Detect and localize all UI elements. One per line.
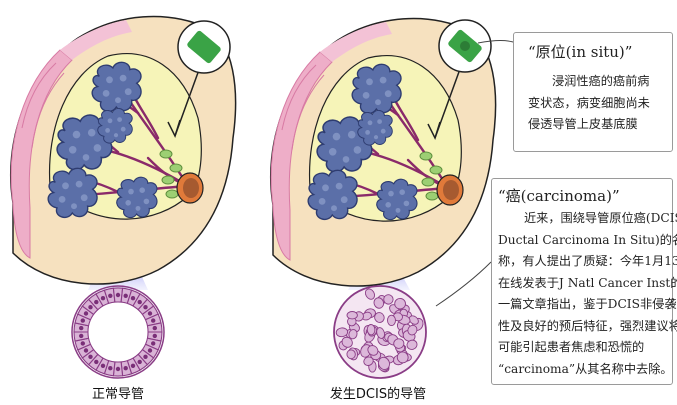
normal-duct-caption: 正常导管 xyxy=(91,387,145,402)
carcinoma-line-7: 可能引起患者焦虑和恐慌的 xyxy=(498,340,645,354)
normal-duct-magnifier xyxy=(177,20,231,74)
carcinoma-line-8: “carcinoma”从其名称中去除。 xyxy=(498,361,673,376)
carcinoma-line-1: 近来，围绕导管原位癌(DCIS, xyxy=(524,211,677,225)
in-situ-callout: “原位(in situ)” 浸润性癌的癌前病 变状态，病变细胞尚未 侵透导管上皮… xyxy=(513,32,673,152)
carcinoma-callout: “癌(carcinoma)” 近来，围绕导管原位癌(DCIS, Ductal C… xyxy=(491,178,677,385)
in-situ-line-2: 变状态，病变细胞尚未 xyxy=(528,95,650,110)
carcinoma-callout-text: 近来，围绕导管原位癌(DCIS, Ductal Carcinoma In Sit… xyxy=(498,208,677,380)
in-situ-callout-title: “原位(in situ)” xyxy=(528,43,633,61)
in-situ-callout-text: 浸润性癌的癌前病 变状态，病变细胞尚未 侵透导管上皮基底膜 xyxy=(528,71,662,136)
carcinoma-line-3: 称，有人提出了质疑：今年1月13日 xyxy=(498,254,677,268)
carcinoma-line-2: Ductal Carcinoma In Situ)的名 xyxy=(498,232,677,247)
in-situ-line-1: 浸润性癌的癌前病 xyxy=(552,74,650,88)
carcinoma-pointer xyxy=(435,261,492,307)
dcis-duct-caption: 发生DCIS的导管 xyxy=(329,387,427,402)
carcinoma-line-5: 一篇文章指出，鉴于DCIS非侵袭 xyxy=(498,297,677,311)
in-situ-pointer xyxy=(477,40,514,44)
normal-duct-cross-section xyxy=(71,285,165,379)
dcis-duct-cross-section xyxy=(333,285,427,379)
carcinoma-line-4: 在线发表于J Natl Cancer Inst的 xyxy=(498,275,677,290)
carcinoma-line-6: 性及良好的预后特征，强烈建议将 xyxy=(498,318,677,333)
carcinoma-callout-title: “癌(carcinoma)” xyxy=(498,187,620,205)
dcis-duct-magnifier xyxy=(438,19,492,73)
in-situ-line-3: 侵透导管上皮基底膜 xyxy=(528,117,638,131)
